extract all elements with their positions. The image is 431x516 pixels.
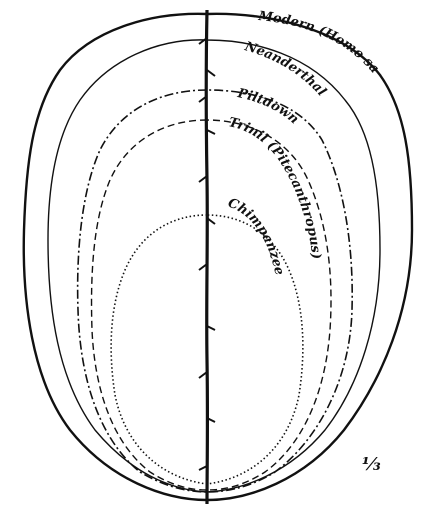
- sagittal-midline: [206, 10, 207, 504]
- piltdown-skull-outline: [78, 90, 353, 492]
- label-chimpanzee: Chimpanzee: [226, 196, 287, 277]
- neanderthal-skull-outline: [48, 40, 380, 492]
- label-modern: Modern (Homo sapiens): [0, 0, 382, 76]
- scale-label: ⅓: [362, 454, 381, 475]
- modern-skull-outline: [24, 14, 412, 500]
